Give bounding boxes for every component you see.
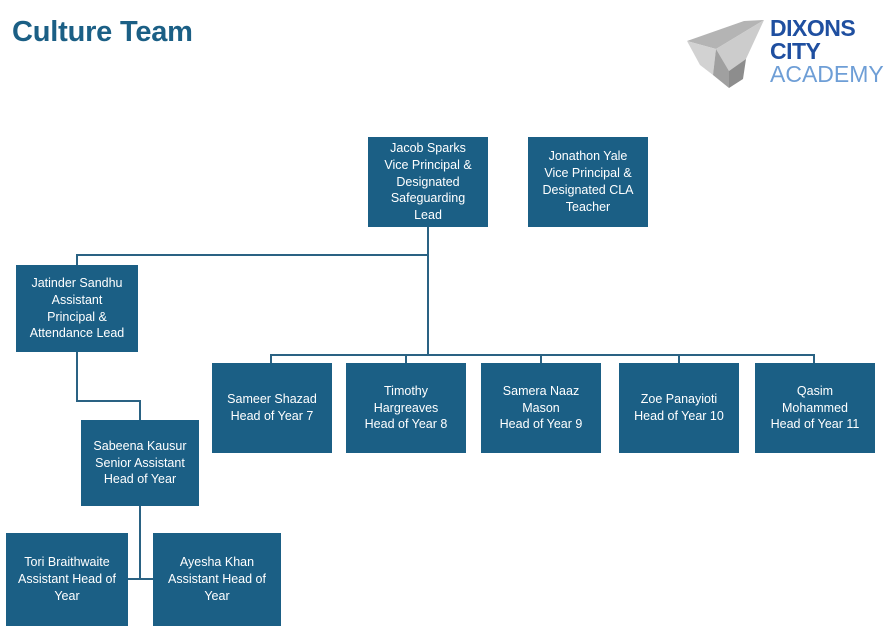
connector-sabeena-down	[139, 506, 141, 580]
connector-assistant-heads-bus	[121, 578, 161, 580]
org-node-label: Samera Naaz Mason Head of Year 9	[499, 383, 583, 432]
org-node-label: Ayesha Khan Assistant Head of Year	[168, 555, 266, 603]
org-node-label: Sabeena Kausur Senior Assistant Head of …	[93, 438, 187, 487]
org-node-label: Sameer Shazad Head of Year 7	[227, 392, 317, 423]
org-node-sameer-shazad[interactable]: Sameer Shazad Head of Year 7	[212, 363, 332, 453]
connector-hoy-bus	[270, 354, 814, 356]
connector-drop-sameer	[270, 354, 272, 364]
org-node-jacob-sparks[interactable]: Jacob Sparks Vice Principal & Designated…	[368, 137, 488, 227]
connector-drop-samera	[540, 354, 542, 364]
org-node-label: Zoe Panayioti Head of Year 10	[634, 392, 724, 423]
page-title: Culture Team	[12, 16, 193, 48]
org-node-jonathon-yale[interactable]: Jonathon Yale Vice Principal & Designate…	[528, 137, 648, 227]
connector-jatinder-drop	[76, 254, 78, 266]
logo-wordmark: DIXONS CITY ACADEMY	[770, 15, 884, 89]
logo: DIXONS CITY ACADEMY	[686, 15, 884, 91]
connector-drop-zoe	[678, 354, 680, 364]
connector-drop-qasim	[813, 354, 815, 364]
org-node-ayesha-khan[interactable]: Ayesha Khan Assistant Head of Year	[153, 533, 281, 626]
connector-drop-timothy	[405, 354, 407, 364]
org-node-label: Qasim Mohammed Head of Year 11	[770, 383, 860, 432]
logo-line-city: CITY	[770, 38, 821, 64]
dixons-city-academy-arrow-mark	[687, 20, 764, 88]
org-node-timothy-hargreaves[interactable]: Timothy Hargreaves Head of Year 8	[346, 363, 466, 453]
logo-line-dixons: DIXONS	[770, 15, 856, 41]
org-node-qasim-mohammed[interactable]: Qasim Mohammed Head of Year 11	[755, 363, 875, 453]
connector-jatinder-to-sabeena-horizontal	[76, 400, 141, 402]
logo-line-academy: ACADEMY	[770, 61, 884, 87]
connector-sabeena-drop	[139, 400, 141, 421]
connector-jacob-trunk	[427, 227, 429, 355]
org-node-label: Jacob Sparks Vice Principal & Designated…	[384, 140, 472, 223]
connector-jatinder-down	[76, 352, 78, 401]
org-node-label: Tori Braithwaite Assistant Head of Year	[18, 555, 116, 603]
org-node-jatinder-sandhu[interactable]: Jatinder Sandhu Assistant Principal & At…	[16, 265, 138, 352]
org-node-samera-naaz-mason[interactable]: Samera Naaz Mason Head of Year 9	[481, 363, 601, 453]
org-node-label: Jonathon Yale Vice Principal & Designate…	[542, 149, 634, 214]
connector-jacob-to-jatinder-horizontal	[76, 254, 429, 256]
org-node-sabeena-kausur[interactable]: Sabeena Kausur Senior Assistant Head of …	[81, 420, 199, 506]
org-node-zoe-panayioti[interactable]: Zoe Panayioti Head of Year 10	[619, 363, 739, 453]
org-node-label: Timothy Hargreaves Head of Year 8	[364, 383, 448, 432]
org-node-label: Jatinder Sandhu Assistant Principal & At…	[29, 275, 125, 341]
org-node-tori-braithwaite[interactable]: Tori Braithwaite Assistant Head of Year	[6, 533, 128, 626]
